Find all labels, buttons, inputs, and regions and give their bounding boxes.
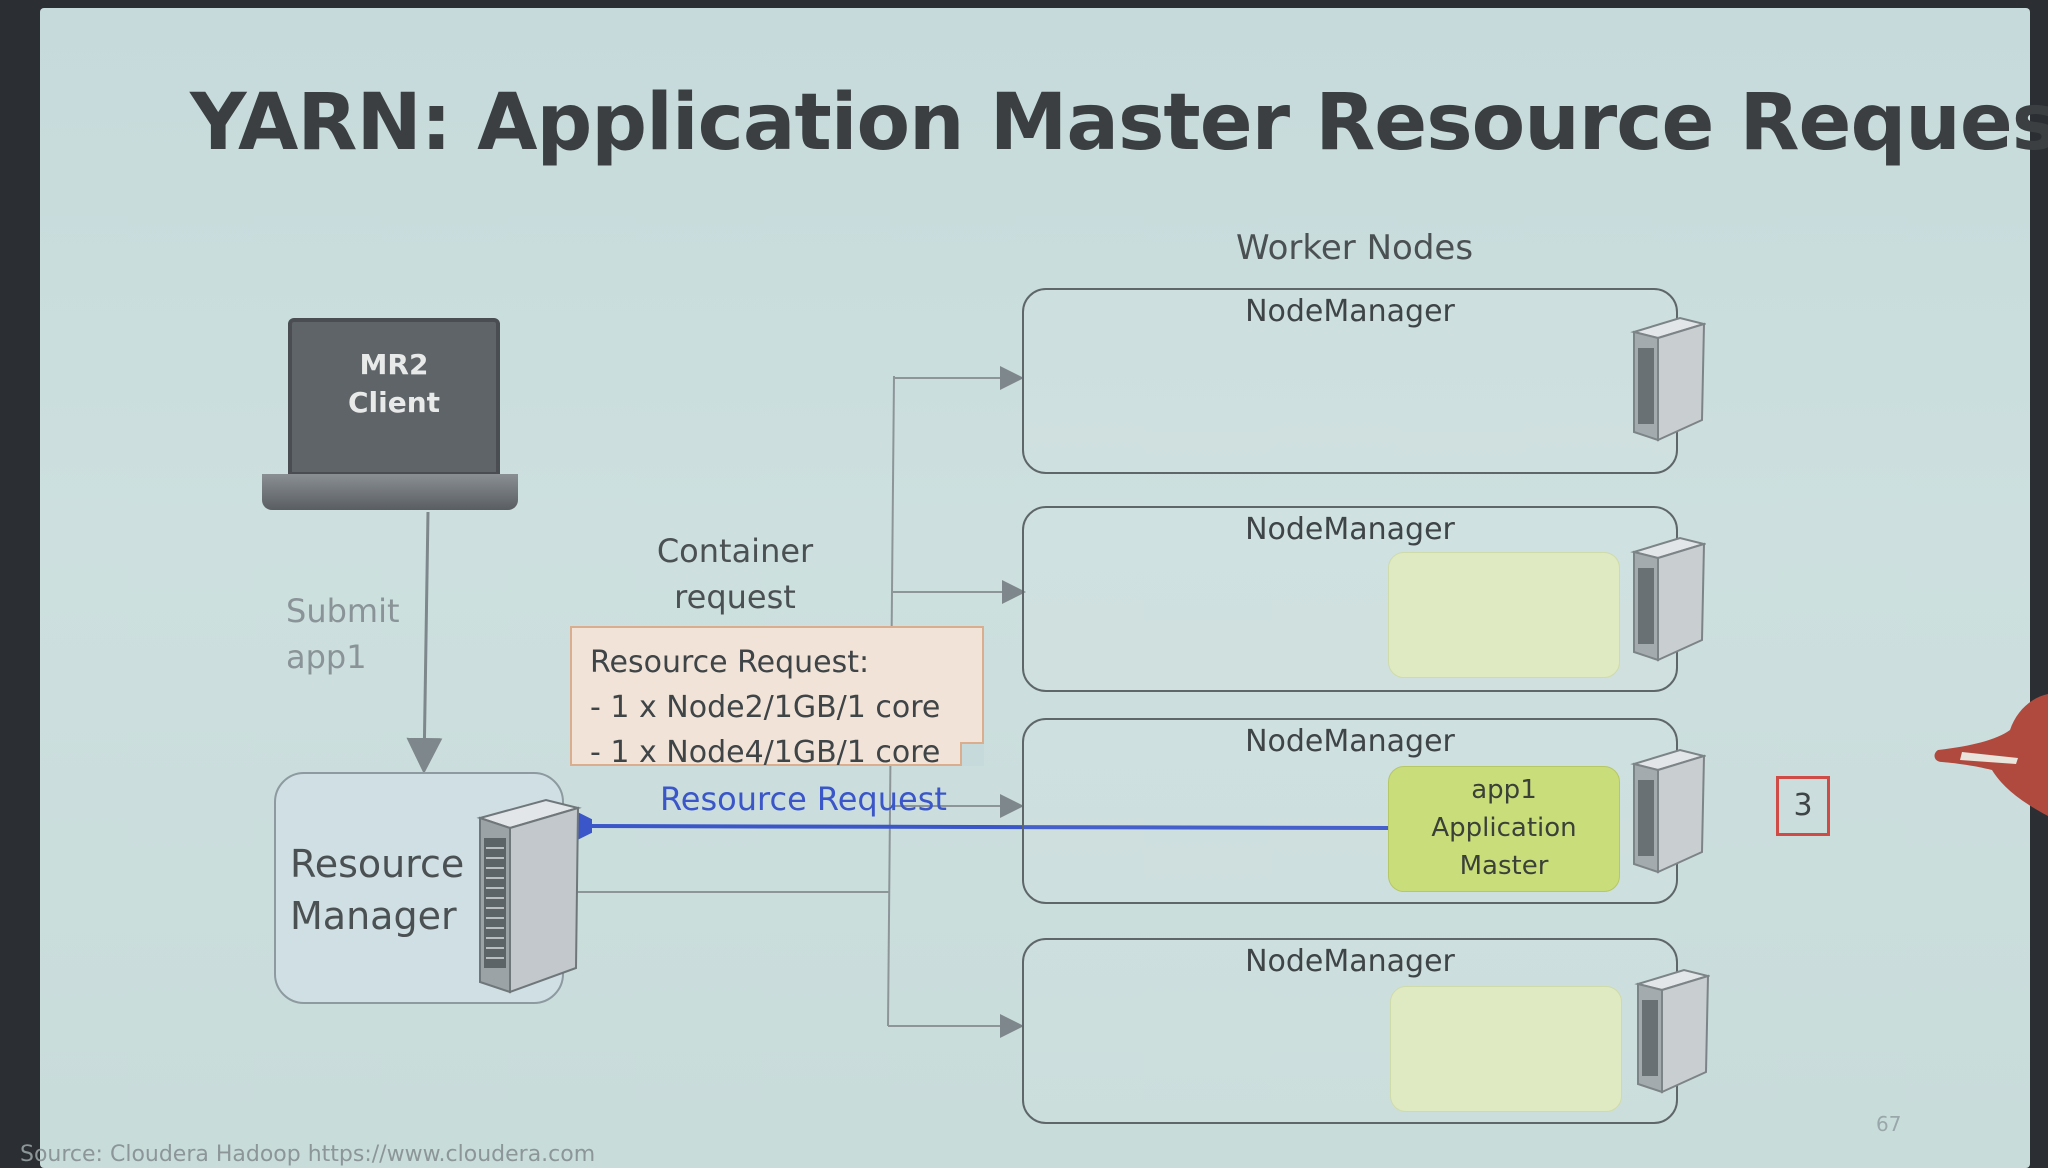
node-manager-2-label: NodeManager [1245,512,1455,547]
rm-label-line2: Manager [290,894,457,938]
step-badge: 3 [1776,776,1830,836]
note-heading: Resource Request: [590,645,870,680]
resource-manager-server-icon [476,798,582,994]
app-master-container: app1 Application Master [1388,766,1620,892]
node-manager-4-label: NodeManager [1245,944,1455,979]
container-request-label: Container request [640,528,830,620]
node-manager-1-server-icon [1630,316,1706,442]
worker-nodes-label: Worker Nodes [1236,228,1474,268]
resource-manager-label: Resource Manager [290,838,464,942]
container-label-line1: Container [656,532,814,570]
submit-label-line2: app1 [286,638,367,676]
presenter-hand-icon [1934,694,2048,816]
resource-request-note: Resource Request: - 1 x Node2/1GB/1 core… [570,626,984,770]
container-label-line2: request [674,578,796,616]
app-master-line2: Application [1431,813,1577,843]
resource-request-arrow-label: Resource Request [660,780,947,818]
node-manager-1-box [1022,288,1678,474]
rm-label-line1: Resource [290,842,465,886]
submit-arrow [406,511,443,774]
source-footer: Source: Cloudera Hadoop https://www.clou… [20,1142,596,1167]
client-label-line2: Client [347,386,441,419]
resource-request-arrow [584,826,1389,828]
node-manager-1-label: NodeManager [1245,294,1455,329]
app-master-line3: Master [1459,851,1549,881]
node-manager-3-server-icon [1630,748,1706,874]
node-manager-2-container-slot [1388,552,1620,678]
mr2-client-laptop: MR2 Client [262,318,518,514]
slide-title: YARN: Application Master Resource Reques… [190,78,2048,168]
node-manager-4-container-slot [1390,986,1622,1112]
client-label-line1: MR2 [359,348,429,381]
node-manager-2-server-icon [1630,536,1706,662]
node-manager-4-server-icon [1634,968,1710,1094]
submit-label-line1: Submit [286,592,400,630]
app-master-line1: app1 [1471,775,1537,805]
laptop-keyboard [262,474,518,510]
submit-app-label: Submit app1 [286,588,400,680]
node-manager-3-label: NodeManager [1245,724,1455,759]
page-number: 67 [1876,1112,1902,1136]
note-item-2: - 1 x Node4/1GB/1 core [590,735,941,770]
note-item-1: - 1 x Node2/1GB/1 core [590,690,941,725]
note-folded-corner [960,742,984,766]
client-label: MR2 Client [288,346,500,422]
